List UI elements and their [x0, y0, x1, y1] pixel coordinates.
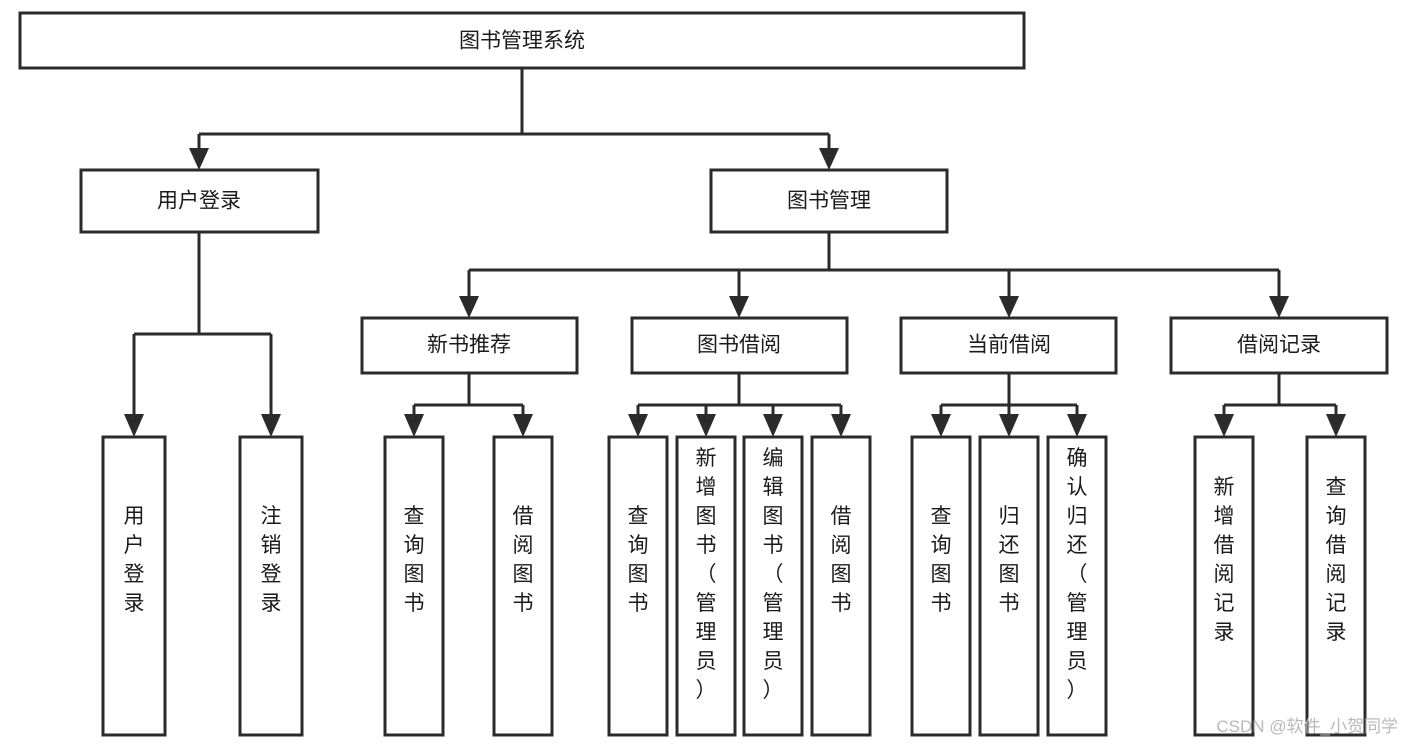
node-root-label: 图书管理系统	[459, 30, 585, 53]
node-leaf-query-book-borrow[interactable]: 查询图书	[607, 435, 669, 737]
node-leaf-borrow-book-label: 借阅图书	[831, 505, 852, 615]
node-leaf-return-book[interactable]: 归还图书	[978, 435, 1040, 737]
node-leaf-query-book-rec[interactable]: 查询图书	[383, 435, 445, 737]
node-book-manage-label: 图书管理	[787, 190, 871, 213]
arrow-root-to-book-manage-icon	[819, 148, 839, 170]
node-borrow-record-box[interactable]	[1169, 316, 1389, 375]
arrow-root-to-user-login-icon	[189, 148, 209, 170]
node-current-borrow[interactable]: 当前借阅	[899, 316, 1118, 375]
node-leaf-borrow-book-rec-label: 借阅图书	[513, 505, 534, 615]
node-leaf-logout-box[interactable]	[238, 435, 304, 737]
node-leaf-edit-book-box[interactable]	[742, 435, 804, 737]
connector-layer	[124, 68, 1346, 437]
node-leaf-query-book-rec-label: 查询图书	[404, 505, 425, 615]
node-leaf-query-record[interactable]: 查询借阅记录	[1305, 435, 1367, 737]
node-leaf-query-book-cur-label: 查询图书	[931, 505, 952, 615]
node-leaf-query-book-cur-box[interactable]	[910, 435, 972, 737]
node-leaf-borrow-book-rec-box[interactable]	[492, 435, 554, 737]
node-new-book-rec-label: 新书推荐	[427, 334, 511, 357]
arrow-current-l2-icon	[999, 414, 1019, 437]
node-root-box[interactable]	[18, 11, 1026, 70]
node-borrow-record-label: 借阅记录	[1237, 334, 1321, 357]
node-leaf-borrow-book-rec[interactable]: 借阅图书	[492, 435, 554, 737]
node-leaf-logout[interactable]: 注销登录	[238, 435, 304, 737]
node-borrow-record[interactable]: 借阅记录	[1169, 316, 1389, 375]
node-leaf-query-book-borrow-box[interactable]	[607, 435, 669, 737]
node-user-login-box[interactable]	[79, 168, 320, 234]
node-user-login[interactable]: 用户登录	[79, 168, 320, 234]
node-leaf-return-book-label: 归还图书	[999, 505, 1020, 615]
arrow-user-login-l2-icon	[261, 414, 281, 437]
node-new-book-rec[interactable]: 新书推荐	[360, 316, 579, 375]
arrow-current-l1-icon	[931, 414, 951, 437]
arrow-borrow-l1-icon	[628, 414, 648, 437]
node-book-manage-box[interactable]	[709, 168, 949, 234]
node-leaf-add-book-box[interactable]	[675, 435, 737, 737]
node-leaf-user-login-box[interactable]	[101, 435, 167, 737]
arrow-borrow-l3-icon	[763, 414, 783, 437]
arrow-bm-to-current-icon	[999, 296, 1019, 318]
node-leaf-confirm-return[interactable]: 确认归还（管理员）	[1046, 435, 1108, 737]
node-leaf-add-record[interactable]: 新增借阅记录	[1193, 435, 1255, 737]
node-leaf-return-book-box[interactable]	[978, 435, 1040, 737]
node-leaf-confirm-return-box[interactable]	[1046, 435, 1108, 737]
node-leaf-query-record-box[interactable]	[1305, 435, 1367, 737]
node-current-borrow-box[interactable]	[899, 316, 1118, 375]
node-book-borrow-label: 图书借阅	[697, 334, 781, 357]
arrow-bm-to-borrow-icon	[729, 296, 749, 318]
node-leaf-query-book-rec-box[interactable]	[383, 435, 445, 737]
node-leaf-add-book-label: 新增图书（管理员）	[696, 447, 717, 702]
node-leaf-confirm-return-label: 确认归还（管理员）	[1067, 447, 1088, 702]
node-leaf-user-login-label: 用户登录	[124, 505, 145, 615]
csdn-watermark: CSDN @软件_小贺同学	[1216, 717, 1398, 736]
arrow-bm-to-record-icon	[1269, 296, 1289, 318]
arrow-record-l2-icon	[1326, 414, 1346, 437]
node-book-borrow-box[interactable]	[630, 316, 849, 375]
node-leaf-add-record-box[interactable]	[1193, 435, 1255, 737]
node-book-borrow[interactable]: 图书借阅	[630, 316, 849, 375]
node-leaf-query-book-cur[interactable]: 查询图书	[910, 435, 972, 737]
node-leaf-user-login[interactable]: 用户登录	[101, 435, 167, 737]
node-new-book-rec-box[interactable]	[360, 316, 579, 375]
node-current-borrow-label: 当前借阅	[967, 334, 1051, 357]
node-leaf-borrow-book-box[interactable]	[810, 435, 872, 737]
node-leaf-add-book[interactable]: 新增图书（管理员）	[675, 435, 737, 737]
arrow-bm-to-newbook-icon	[459, 296, 479, 318]
arrow-borrow-l4-icon	[831, 414, 851, 437]
arrow-newbook-l2-icon	[513, 414, 533, 437]
node-user-login-label: 用户登录	[157, 190, 241, 213]
node-root[interactable]: 图书管理系统	[18, 11, 1026, 70]
node-leaf-logout-label: 注销登录	[261, 505, 282, 615]
node-leaf-add-record-label: 新增借阅记录	[1214, 476, 1235, 644]
node-leaf-edit-book-label: 编辑图书（管理员）	[763, 447, 784, 702]
arrow-user-login-l1-icon	[124, 414, 144, 437]
arrow-current-l3-icon	[1067, 414, 1087, 437]
leaf-nodes-layer: 用户登录 注销登录 查询图书 借阅图书 查询图书 新增图书（管理员） 编辑图书（…	[101, 435, 1367, 737]
node-leaf-query-book-borrow-label: 查询图书	[628, 505, 649, 615]
node-leaf-edit-book[interactable]: 编辑图书（管理员）	[742, 435, 804, 737]
arrow-record-l1-icon	[1214, 414, 1234, 437]
node-leaf-borrow-book[interactable]: 借阅图书	[810, 435, 872, 737]
node-book-manage[interactable]: 图书管理	[709, 168, 949, 234]
node-leaf-query-record-label: 查询借阅记录	[1326, 476, 1347, 644]
arrow-newbook-l1-icon	[404, 414, 424, 437]
arrow-borrow-l2-icon	[696, 414, 716, 437]
